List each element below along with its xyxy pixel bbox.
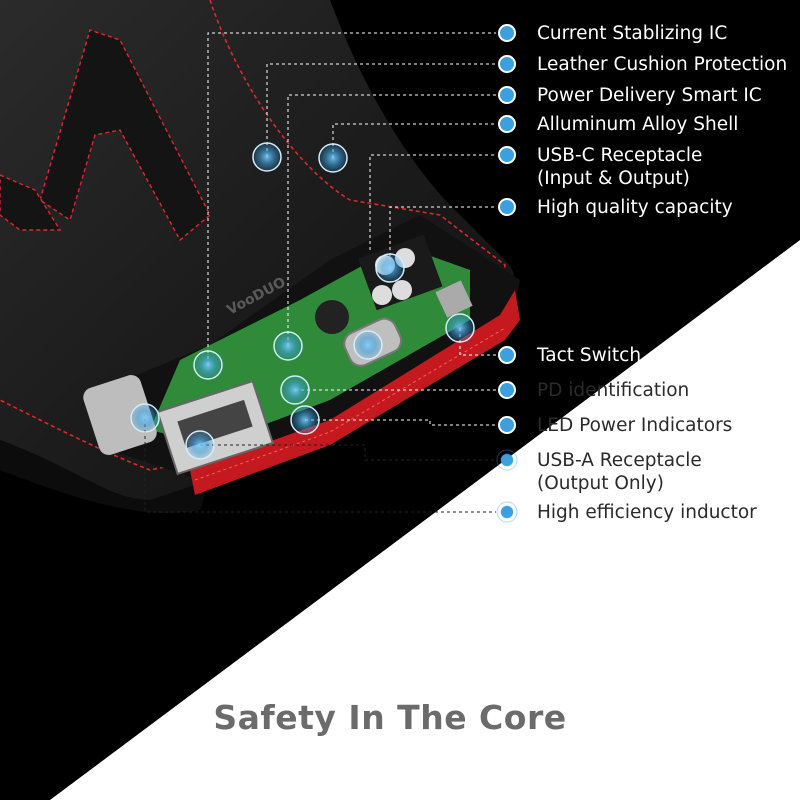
- internal-pcb: VooDUO: [83, 215, 520, 495]
- tagline: Safety In The Core: [213, 698, 567, 737]
- label-aluminum-shell: Alluminum Alloy Shell: [537, 114, 739, 135]
- logo-emblem: [39, 29, 211, 242]
- label-leather-cushion: Leather Cushion Protection: [537, 54, 788, 75]
- label-pd-identification: PD identification: [537, 380, 690, 401]
- white-background-wedge: [50, 240, 800, 800]
- label-usba-title: USB-A Receptacle: [537, 450, 702, 471]
- leader-lines: [207, 32, 496, 365]
- label-power-delivery-ic: Power Delivery Smart IC: [537, 85, 762, 106]
- label-inductor: High efficiency inductor: [537, 502, 757, 523]
- label-usba-subtitle: (Output Only): [537, 473, 664, 494]
- label-capacity: High quality capacity: [537, 197, 733, 218]
- label-markers: [496, 24, 518, 523]
- label-usbc-subtitle: (Input & Output): [537, 168, 690, 189]
- label-tact-switch: Tact Switch: [537, 345, 642, 366]
- stitch-line: [0, 0, 506, 471]
- label-usbc-title: USB-C Receptacle: [537, 145, 703, 166]
- label-current-stabilizing-ic: Current Stablizing IC: [537, 23, 728, 44]
- label-led-indicators: LED Power Indicators: [537, 415, 733, 436]
- product-markers: [130, 142, 475, 460]
